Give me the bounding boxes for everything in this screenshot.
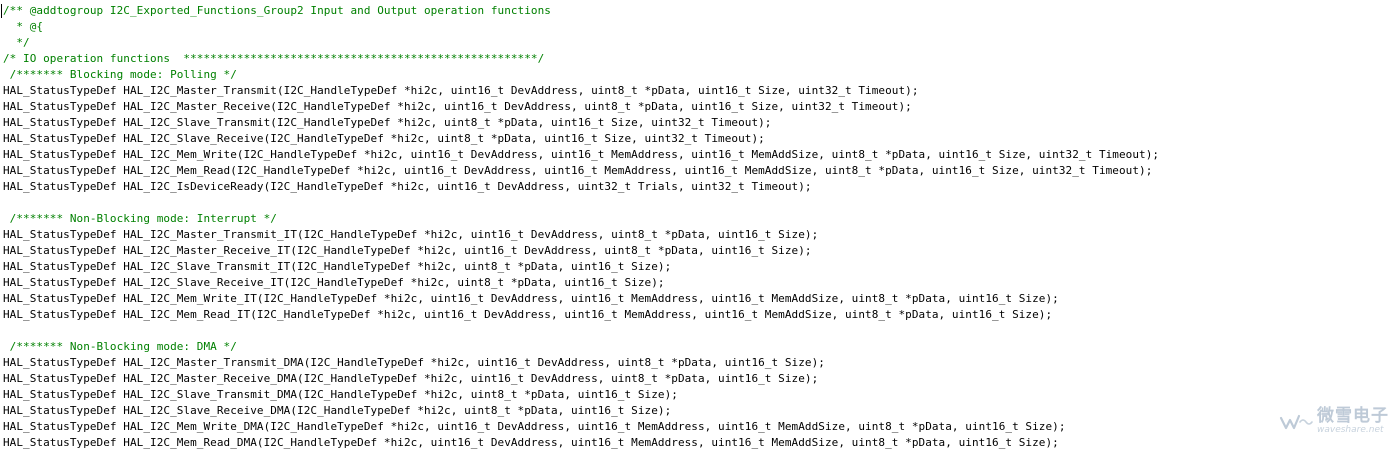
blank-line[interactable] — [3, 323, 1159, 339]
code-line[interactable]: HAL_StatusTypeDef HAL_I2C_Slave_Receive_… — [3, 276, 665, 289]
code-line[interactable]: HAL_StatusTypeDef HAL_I2C_Mem_Read_IT(I2… — [3, 308, 1053, 321]
code-line[interactable]: HAL_StatusTypeDef HAL_I2C_Slave_Receive(… — [3, 132, 765, 145]
comment-line[interactable]: * @{ — [3, 20, 44, 33]
comment-line[interactable]: /******* Non-Blocking mode: DMA */ — [3, 340, 237, 353]
comment-line[interactable]: /** @addtogroup I2C_Exported_Functions_G… — [3, 4, 551, 17]
code-line[interactable]: HAL_StatusTypeDef HAL_I2C_Mem_Read_DMA(I… — [3, 436, 1059, 449]
watermark-en-text: waveshare.net — [1317, 425, 1384, 435]
code-line[interactable]: HAL_StatusTypeDef HAL_I2C_Master_Transmi… — [3, 356, 825, 369]
code-line[interactable]: HAL_StatusTypeDef HAL_I2C_Master_Transmi… — [3, 84, 919, 97]
watermark: 微雪电子 waveshare.net — [1279, 408, 1389, 435]
waveshare-logo-icon — [1279, 414, 1313, 429]
code-line[interactable]: HAL_StatusTypeDef HAL_I2C_Slave_Transmit… — [3, 116, 772, 129]
code-line[interactable]: HAL_StatusTypeDef HAL_I2C_Slave_Transmit… — [3, 388, 678, 401]
code-line[interactable]: HAL_StatusTypeDef HAL_I2C_Master_Receive… — [3, 372, 819, 385]
code-line[interactable]: HAL_StatusTypeDef HAL_I2C_Mem_Write_DMA(… — [3, 420, 1066, 433]
code-line[interactable]: HAL_StatusTypeDef HAL_I2C_IsDeviceReady(… — [3, 180, 812, 193]
text-cursor — [1, 4, 2, 18]
blank-line[interactable] — [3, 195, 1159, 211]
code-line[interactable]: HAL_StatusTypeDef HAL_I2C_Master_Transmi… — [3, 228, 819, 241]
watermark-cn-text: 微雪电子 — [1317, 406, 1389, 426]
comment-line[interactable]: /******* Blocking mode: Polling */ — [3, 68, 237, 81]
code-line[interactable]: HAL_StatusTypeDef HAL_I2C_Mem_Read(I2C_H… — [3, 164, 1153, 177]
code-line[interactable]: HAL_StatusTypeDef HAL_I2C_Mem_Write_IT(I… — [3, 292, 1059, 305]
code-line[interactable]: HAL_StatusTypeDef HAL_I2C_Master_Receive… — [3, 244, 812, 257]
comment-line[interactable]: */ — [3, 36, 30, 49]
code-area[interactable]: /** @addtogroup I2C_Exported_Functions_G… — [3, 3, 1159, 451]
comment-line[interactable]: /* IO operation functions **************… — [3, 52, 545, 65]
comment-line[interactable]: /******* Non-Blocking mode: Interrupt */ — [3, 212, 277, 225]
code-line[interactable]: HAL_StatusTypeDef HAL_I2C_Master_Receive… — [3, 100, 912, 113]
code-line[interactable]: HAL_StatusTypeDef HAL_I2C_Slave_Transmit… — [3, 260, 672, 273]
code-line[interactable]: HAL_StatusTypeDef HAL_I2C_Mem_Write(I2C_… — [3, 148, 1160, 161]
code-line[interactable]: HAL_StatusTypeDef HAL_I2C_Slave_Receive_… — [3, 404, 672, 417]
